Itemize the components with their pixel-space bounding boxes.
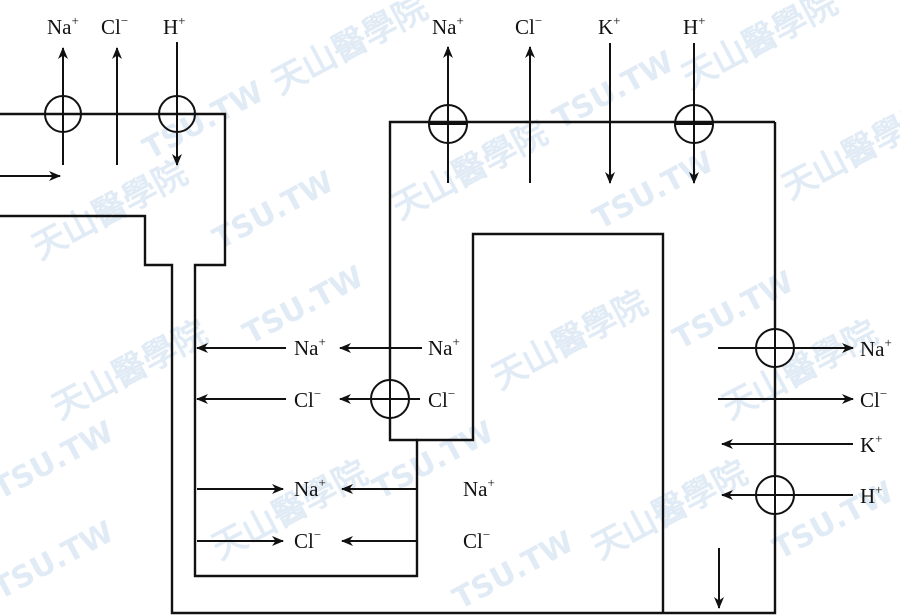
circle-plus-icon — [674, 104, 714, 144]
dct-k-label: K+ — [598, 13, 621, 39]
watermark-text: TSU.TW — [587, 144, 719, 237]
tal-cl-outer-label: Cl− — [294, 386, 321, 412]
circle-plus-icon — [428, 104, 468, 144]
distal-tubule-wall — [388, 120, 775, 442]
dct-h-label: H+ — [683, 13, 706, 39]
watermark-text: TSU.TW — [0, 514, 120, 607]
watermark-text: 天山醫學院 — [715, 313, 884, 428]
tal-na-inner-label: Na+ — [428, 334, 460, 360]
watermark-text: 天山醫學院 — [205, 453, 374, 568]
watermark-text: 天山醫學院 — [265, 0, 434, 103]
tal-cl-inner-label: Cl− — [428, 386, 455, 412]
watermark-text: 天山醫學院 — [25, 153, 194, 268]
proximal-tubule-transport: Na+ Cl− H+ — [0, 13, 196, 181]
cd-cl-label: Cl− — [860, 386, 887, 412]
cd-k-label: K+ — [860, 431, 883, 457]
circle-plus-icon — [370, 379, 410, 419]
tdl-cl-outer-label: Cl− — [294, 527, 321, 553]
circle-plus-icon — [158, 95, 196, 133]
proximal-tubule-outer-wall — [0, 112, 665, 613]
descending-limb-transport: Na+ Na+ Cl− Cl− — [197, 475, 495, 553]
watermark-text: 天山醫學院 — [485, 283, 654, 398]
collecting-duct-transport: Na+ Cl− K+ H+ — [714, 328, 892, 609]
tdl-na-outer-label: Na+ — [294, 475, 326, 501]
tal-na-outer-label: Na+ — [294, 334, 326, 360]
ascending-limb-transport: Na+ Na+ Cl− Cl− — [196, 334, 460, 419]
cd-h-label: H+ — [860, 482, 883, 508]
watermark-text: TSU.TW — [137, 74, 269, 167]
circle-plus-icon — [44, 95, 82, 133]
watermark-text: TSU.TW — [207, 164, 339, 257]
pct-h-label: H+ — [163, 13, 186, 39]
dct-na-label: Na+ — [432, 13, 464, 39]
distal-tubule-transport: Na+ Cl− K+ H+ — [428, 13, 714, 184]
circle-plus-icon — [755, 475, 795, 515]
dct-cl-label: Cl− — [515, 13, 542, 39]
watermark-text: 天山醫學院 — [385, 113, 554, 228]
circle-plus-icon — [755, 328, 795, 368]
watermark-text: 天山醫學院 — [775, 93, 900, 208]
tdl-cl-inner-label: Cl− — [463, 527, 490, 553]
proximal-tubule-inner-wall — [0, 122, 777, 615]
pct-na-label: Na+ — [47, 13, 79, 39]
pct-cl-label: Cl− — [101, 13, 128, 39]
tubule-walls — [0, 112, 777, 615]
watermark-text: 天山醫學院 — [45, 313, 214, 428]
tdl-na-inner-label: Na+ — [463, 475, 495, 501]
cd-na-label: Na+ — [860, 335, 892, 361]
watermark-text: 天山醫學院 — [585, 453, 754, 568]
watermark-text: TSU.TW — [0, 414, 120, 507]
